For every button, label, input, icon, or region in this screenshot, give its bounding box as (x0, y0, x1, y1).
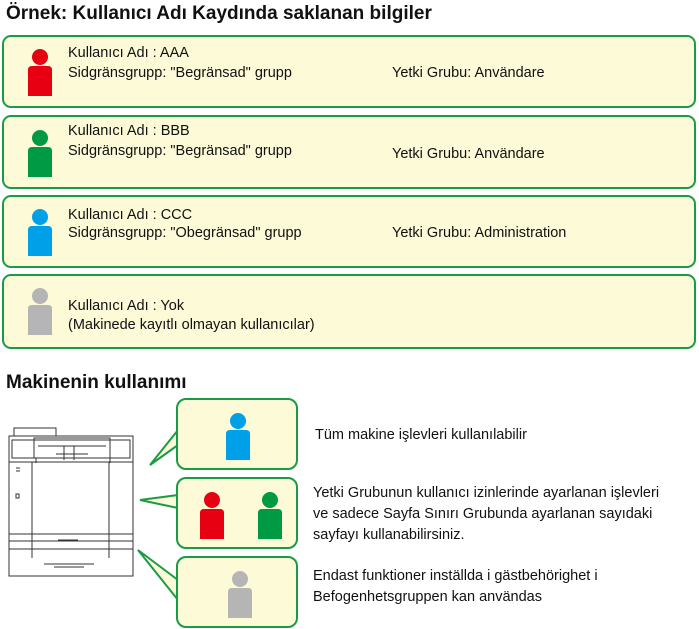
usage-title: Makinenin kullanımı (6, 372, 187, 393)
user-icon-red (28, 49, 52, 96)
page-limit-group: Sidgränsgrupp: "Begränsad" grupp (68, 65, 292, 81)
auth-group: Yetki Grubu: Administration (392, 225, 567, 241)
user-icon-green (258, 492, 282, 539)
user-name: Kullanıcı Adı : BBB (68, 123, 190, 139)
user-icon-blue (226, 413, 250, 460)
bubble-limited (176, 477, 298, 549)
usage-limited-line3: sayfayı kullanabilirsiniz. (313, 527, 465, 543)
user-icon-gray (28, 288, 52, 335)
printer-illustration (8, 427, 134, 577)
page-limit-group: Sidgränsgrupp: "Begränsad" grupp (68, 143, 292, 159)
usage-guest-line2: Befogenhetsgruppen kan användas (313, 589, 542, 605)
user-icon-blue (28, 209, 52, 256)
user-icon-gray (228, 571, 252, 618)
user-name: Kullanıcı Adı : AAA (68, 45, 189, 61)
user-name: Kullanıcı Adı : CCC (68, 207, 193, 223)
usage-admin-text: Tüm makine işlevleri kullanılabilir (315, 427, 527, 443)
usage-limited-line2: ve sadece Sayfa Sınırı Grubunda ayarlana… (313, 506, 653, 522)
usage-guest-line1: Endast funktioner inställda i gästbehöri… (313, 568, 598, 584)
bubble-guest (176, 556, 298, 628)
auth-group: Yetki Grubu: Användare (392, 65, 545, 81)
page-title: Örnek: Kullanıcı Adı Kaydında saklanan b… (6, 3, 432, 24)
user-card-ccc: Kullanıcı Adı : CCC Sidgränsgrupp: "Obeg… (2, 195, 696, 268)
bubble-admin (176, 398, 298, 470)
usage-limited-line1: Yetki Grubunun kullanıcı izinlerinde aya… (313, 485, 660, 501)
auth-group: Yetki Grubu: Användare (392, 146, 545, 162)
user-card-guest: Kullanıcı Adı : Yok (Makinede kayıtlı ol… (2, 274, 696, 349)
user-card-aaa: Kullanıcı Adı : AAA Sidgränsgrupp: "Begr… (2, 35, 696, 108)
user-note: (Makinede kayıtlı olmayan kullanıcılar) (68, 317, 315, 333)
page-limit-group: Sidgränsgrupp: "Obegränsad" grupp (68, 225, 302, 241)
user-name: Kullanıcı Adı : Yok (68, 298, 185, 314)
user-icon-red (200, 492, 224, 539)
user-card-bbb: Kullanıcı Adı : BBB Sidgränsgrupp: "Begr… (2, 115, 696, 189)
user-icon-green (28, 130, 52, 177)
